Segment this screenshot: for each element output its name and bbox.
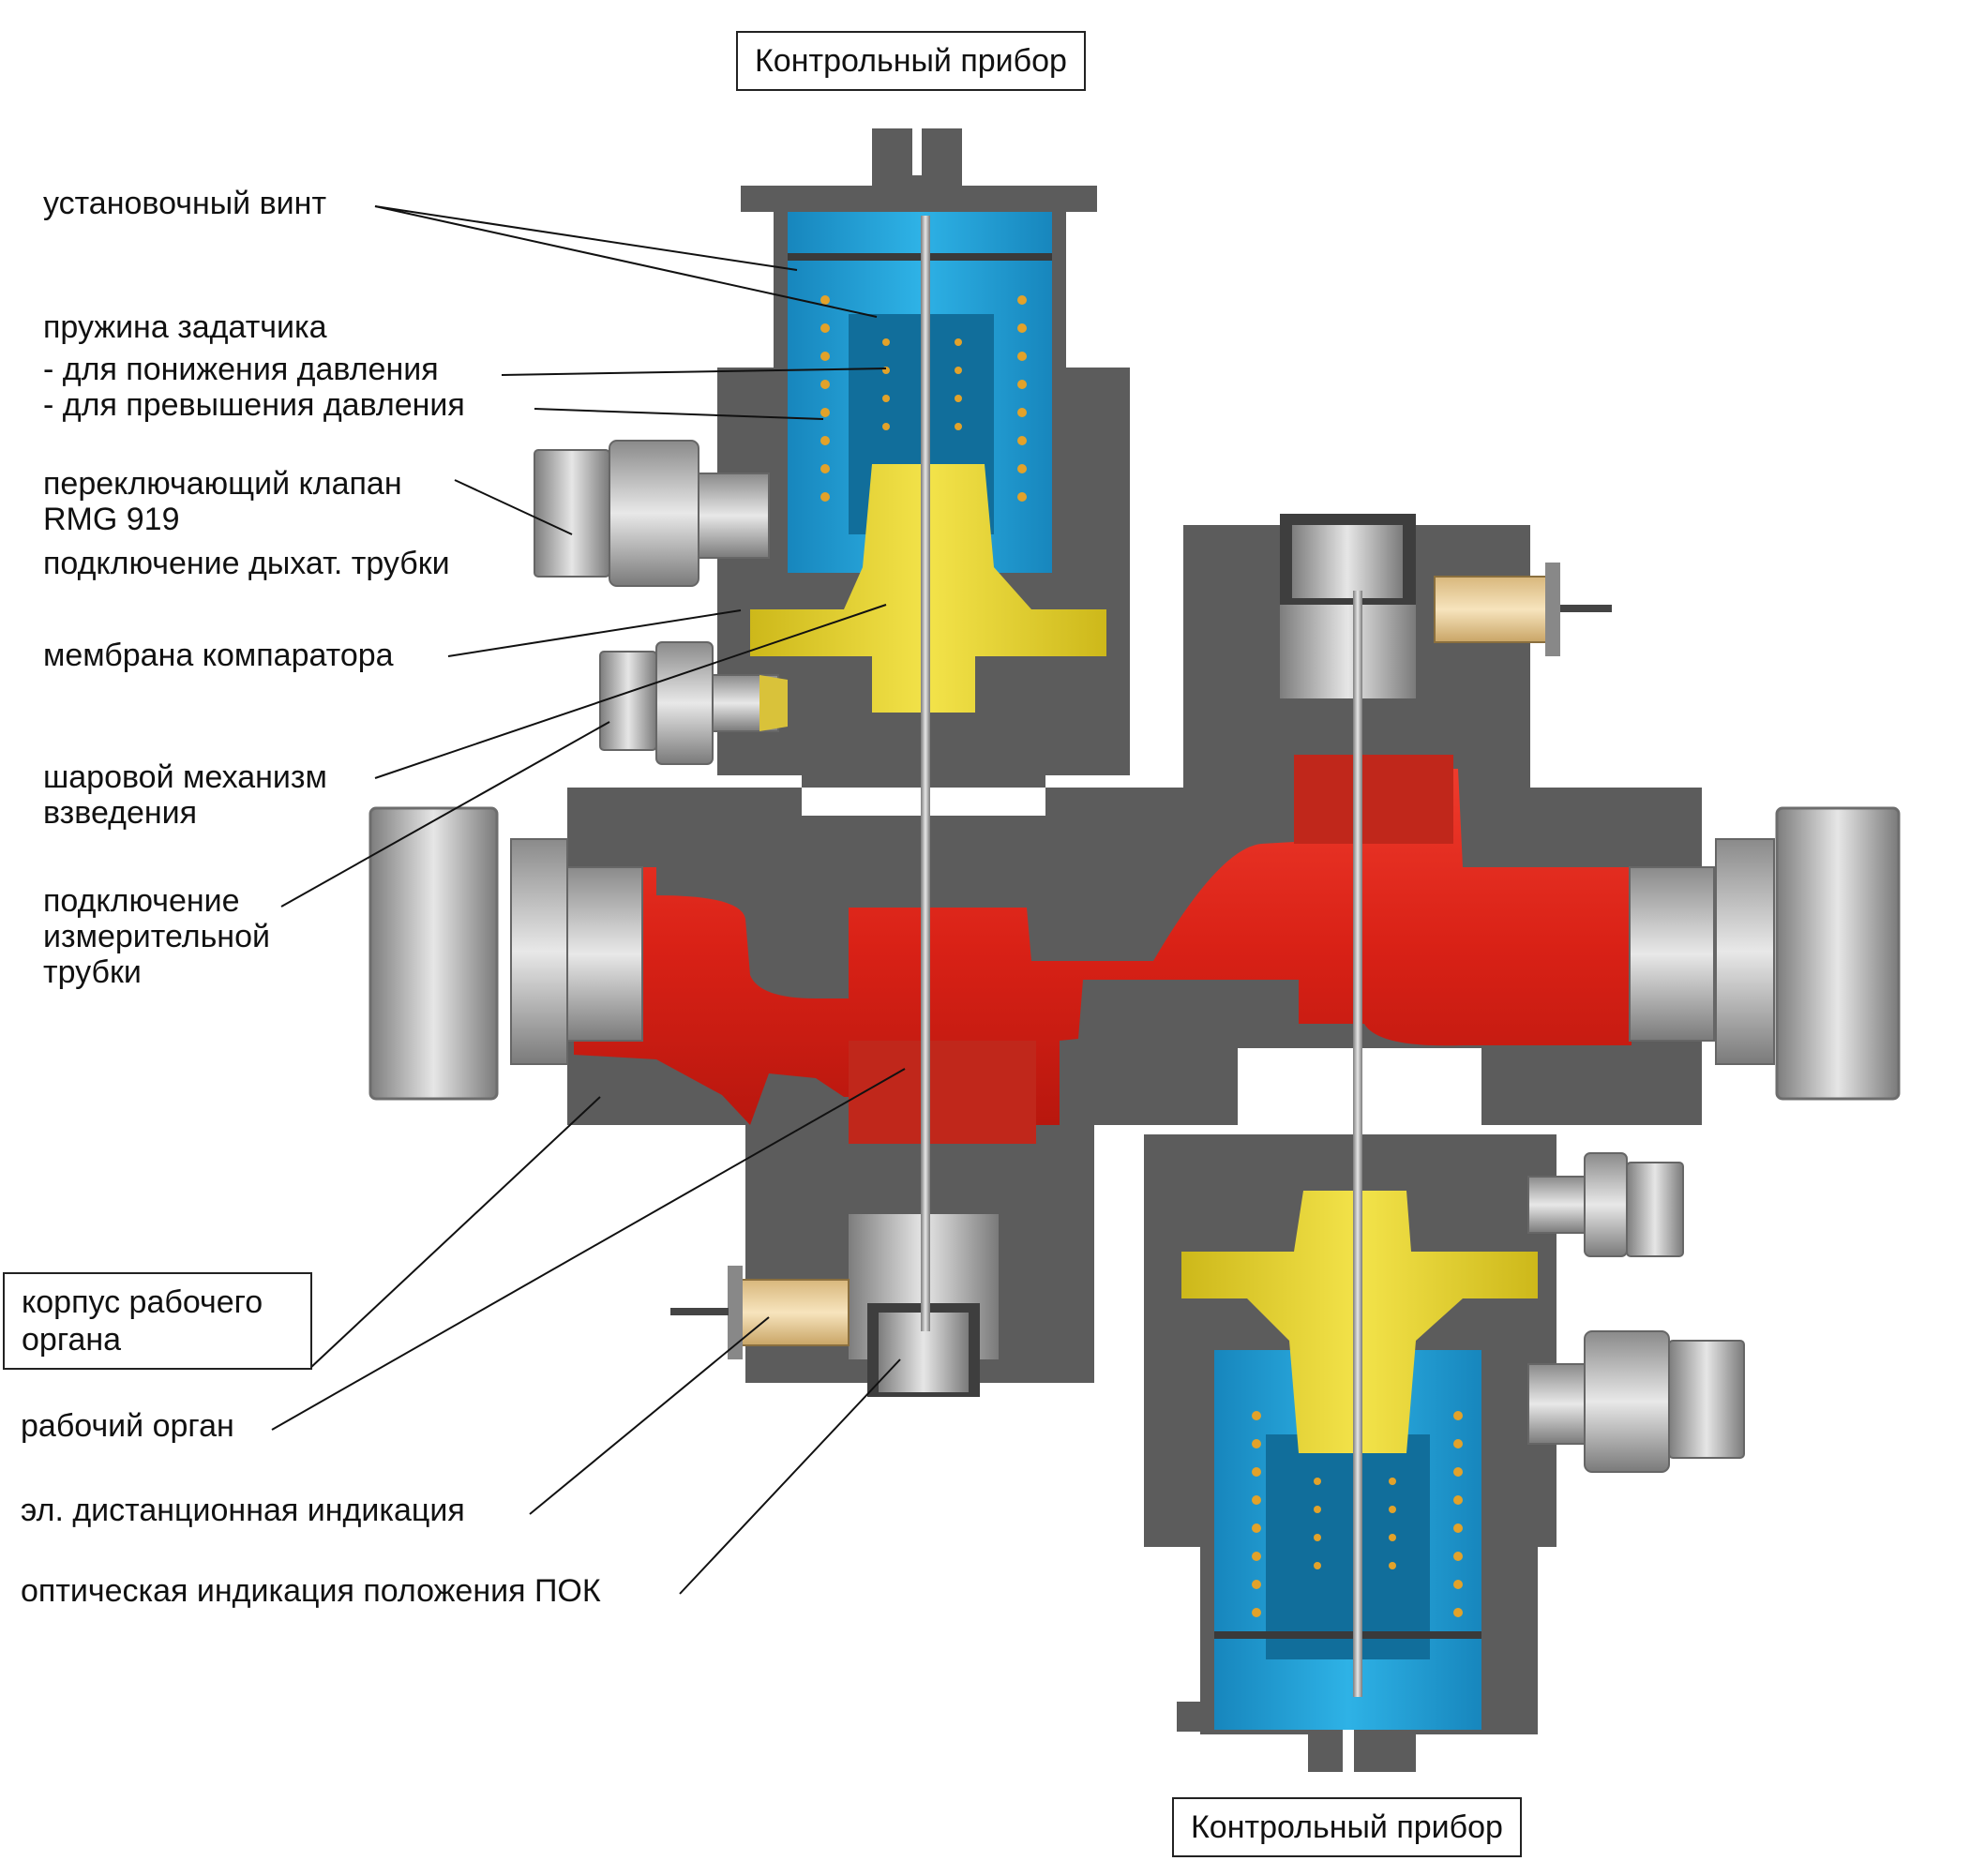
top-control-device-label: Контрольный прибор: [736, 31, 1086, 91]
label-optical-indication: оптическая индикация положения ПОК: [21, 1573, 601, 1609]
outlet-fitting: [1629, 806, 1901, 1101]
bottom-control-device-label: Контрольный прибор: [1172, 1797, 1522, 1857]
label-switch-valve: переключающий клапан RMG 919: [43, 466, 402, 537]
label-ball-mechanism: шаровой механизм взведения: [43, 759, 327, 831]
label-remote-indication: эл. дистанционная индикация: [21, 1493, 465, 1528]
bottom-spring-chamber: [1214, 1350, 1481, 1730]
top-ball-fitting: [534, 440, 788, 765]
upper-right-indicator: [1280, 514, 1612, 698]
label-comparator-membrane: мембрана компаратора: [43, 638, 394, 673]
gas-passage: [574, 755, 1632, 1144]
label-set-screw: установочный винт: [43, 186, 327, 221]
label-spring-exceed: - для превышения давления: [43, 387, 465, 423]
leader-lines: [271, 205, 906, 1595]
bottom-fittings: [1527, 1152, 1745, 1473]
inlet-fitting: [368, 806, 643, 1101]
label-spring-reduce: - для понижения давления: [43, 352, 439, 387]
label-measuring-connection: подключение измерительной трубки: [43, 883, 270, 990]
valve-stems: [921, 216, 1362, 1697]
label-setpoint-spring: пружина задатчика: [43, 309, 327, 345]
label-breather-connection: подключение дыхат. трубки: [43, 546, 450, 581]
label-valve-body: корпус рабочего органа: [3, 1272, 312, 1370]
label-actuator: рабочий орган: [21, 1408, 234, 1444]
